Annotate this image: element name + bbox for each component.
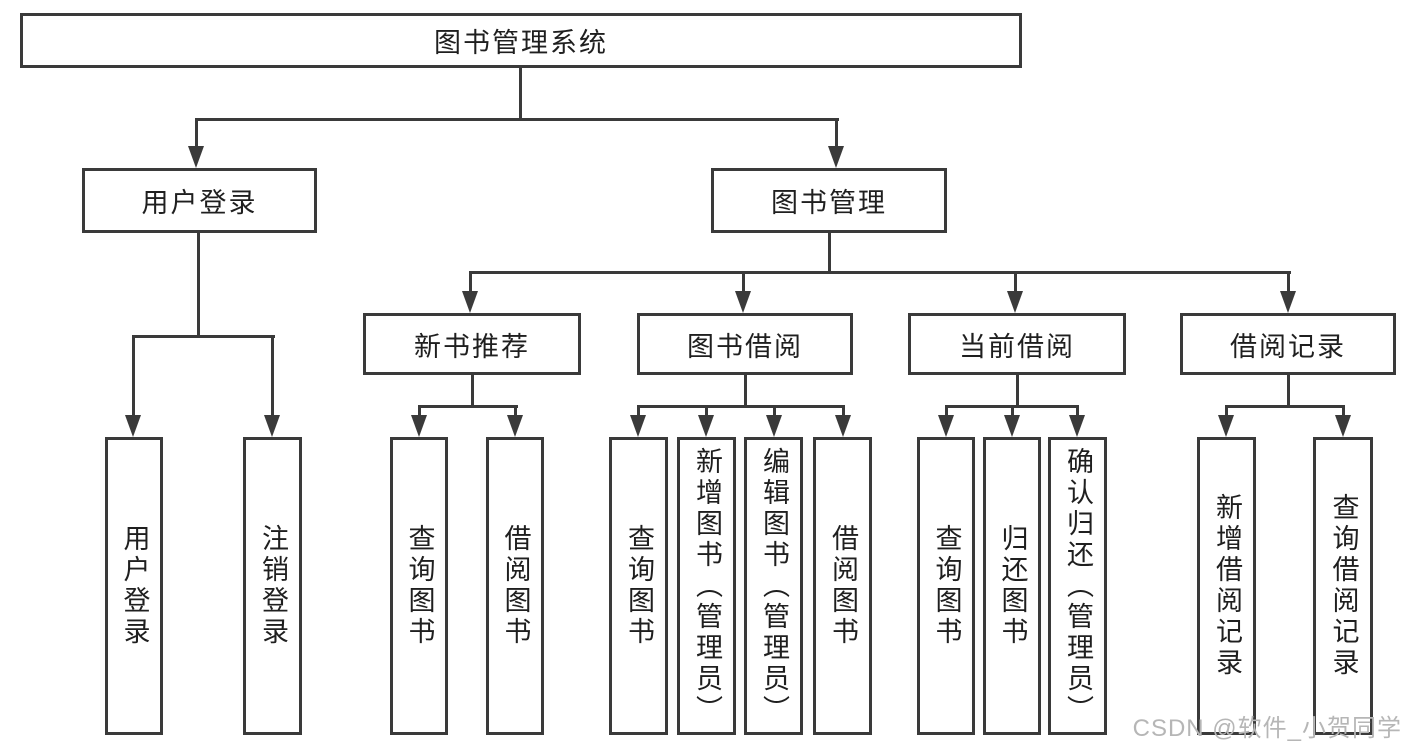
leaf-logout: 注销登录 — [243, 437, 302, 735]
arrow-down-icon — [264, 415, 280, 437]
leaf-borrow-books: 借阅图书 — [486, 437, 544, 735]
node-root: 图书管理系统 — [20, 13, 1022, 68]
node-user-login-label: 用户登录 — [141, 188, 258, 218]
connector-to-new-book — [469, 273, 472, 293]
connector-borrow-records-stem — [1287, 375, 1290, 408]
connector-to-leaf — [1342, 407, 1345, 417]
leaf-add-borrow-record-label: 新增借阅记录 — [1212, 493, 1242, 679]
connector-root-cross — [195, 118, 839, 121]
connector-to-leaf — [705, 407, 708, 417]
node-root-label: 图书管理系统 — [434, 28, 608, 58]
leaf-confirm-return-admin: 确认归还（管理员） — [1048, 437, 1107, 735]
node-borrow-records-label: 借阅记录 — [1230, 331, 1346, 362]
leaf-borrow-books-label: 借阅图书 — [500, 524, 531, 648]
connector-to-leaf — [773, 407, 776, 417]
connector-to-leaf — [514, 407, 517, 417]
connector-to-leaf — [1225, 407, 1228, 417]
leaf-query-books-label: 查询图书 — [931, 524, 962, 648]
connector-current-borrowing-cross — [945, 405, 1079, 408]
node-new-book-recommendation: 新书推荐 — [363, 313, 581, 375]
leaf-add-books-admin-label: 新增图书（管理员） — [692, 446, 722, 726]
connector-borrow-records-cross — [1225, 405, 1345, 408]
leaf-query-books-label: 查询图书 — [404, 524, 435, 648]
leaf-edit-books-admin: 编辑图书（管理员） — [744, 437, 803, 735]
leaf-edit-books-admin-label: 编辑图书（管理员） — [759, 446, 789, 726]
arrow-down-icon — [125, 415, 141, 437]
node-book-management: 图书管理 — [711, 168, 947, 233]
leaf-query-books: 查询图书 — [390, 437, 448, 735]
arrow-down-icon — [938, 415, 954, 437]
connector-to-book-borrowing — [742, 273, 745, 293]
connector-to-leaf — [1076, 407, 1079, 417]
connector-book-borrowing-stem — [744, 375, 747, 408]
connector-to-leaf — [132, 337, 135, 416]
arrow-down-icon — [1335, 415, 1351, 437]
node-book-management-label: 图书管理 — [771, 188, 887, 218]
connector-user-login-cross — [132, 335, 275, 338]
node-borrow-records: 借阅记录 — [1180, 313, 1396, 375]
node-current-borrowing-label: 当前借阅 — [959, 331, 1075, 362]
arrow-down-icon — [828, 146, 844, 168]
connector-book-management-cross — [469, 271, 1291, 274]
connector-to-leaf — [271, 337, 274, 416]
node-book-borrowing-label: 图书借阅 — [687, 331, 803, 362]
connector-to-book-management — [835, 120, 838, 148]
arrow-down-icon — [835, 415, 851, 437]
leaf-query-books: 查询图书 — [609, 437, 668, 735]
arrow-down-icon — [462, 291, 478, 313]
connector-to-leaf — [1011, 407, 1014, 417]
arrow-down-icon — [630, 415, 646, 437]
leaf-logout-label: 注销登录 — [258, 524, 288, 648]
node-user-login: 用户登录 — [82, 168, 317, 233]
connector-to-leaf — [637, 407, 640, 417]
watermark: CSDN @软件_小贺同学 — [1132, 715, 1402, 742]
arrow-down-icon — [735, 291, 751, 313]
arrow-down-icon — [507, 415, 523, 437]
leaf-return-books: 归还图书 — [983, 437, 1041, 735]
connector-to-leaf — [842, 407, 845, 417]
connector-to-current-borrowing — [1014, 273, 1017, 293]
arrow-down-icon — [1218, 415, 1234, 437]
node-current-borrowing: 当前借阅 — [908, 313, 1126, 375]
arrow-down-icon — [411, 415, 427, 437]
arrow-down-icon — [1007, 291, 1023, 313]
connector-new-book-cross — [418, 405, 518, 408]
leaf-query-borrow-record-label: 查询借阅记录 — [1328, 493, 1359, 679]
leaf-return-books-label: 归还图书 — [997, 524, 1028, 648]
leaf-user-login: 用户登录 — [105, 437, 163, 735]
arrow-down-icon — [698, 415, 714, 437]
leaf-query-borrow-record: 查询借阅记录 — [1313, 437, 1373, 735]
arrow-down-icon — [1280, 291, 1296, 313]
leaf-borrow-books-label: 借阅图书 — [828, 524, 858, 648]
leaf-borrow-books: 借阅图书 — [813, 437, 872, 735]
leaf-confirm-return-admin-label: 确认归还（管理员） — [1063, 446, 1093, 726]
arrow-down-icon — [1069, 415, 1085, 437]
connector-to-leaf — [418, 407, 421, 417]
connector-root-stem — [519, 68, 522, 121]
leaf-add-books-admin: 新增图书（管理员） — [677, 437, 736, 735]
arrow-down-icon — [1004, 415, 1020, 437]
connector-user-login-stem — [197, 233, 200, 338]
leaf-query-books: 查询图书 — [917, 437, 975, 735]
connector-new-book-stem — [471, 375, 474, 408]
arrow-down-icon — [766, 415, 782, 437]
leaf-add-borrow-record: 新增借阅记录 — [1197, 437, 1256, 735]
connector-current-borrowing-stem — [1016, 375, 1019, 408]
leaf-user-login-label: 用户登录 — [119, 524, 150, 648]
connector-to-borrow-records — [1287, 273, 1290, 293]
connector-book-borrowing-cross — [637, 405, 845, 408]
connector-to-leaf — [945, 407, 948, 417]
connector-book-management-stem — [828, 233, 831, 274]
leaf-query-books-label: 查询图书 — [624, 524, 654, 648]
arrow-down-icon — [188, 146, 204, 168]
connector-to-user-login — [195, 120, 198, 148]
node-new-book-recommendation-label: 新书推荐 — [414, 331, 530, 362]
node-book-borrowing: 图书借阅 — [637, 313, 853, 375]
